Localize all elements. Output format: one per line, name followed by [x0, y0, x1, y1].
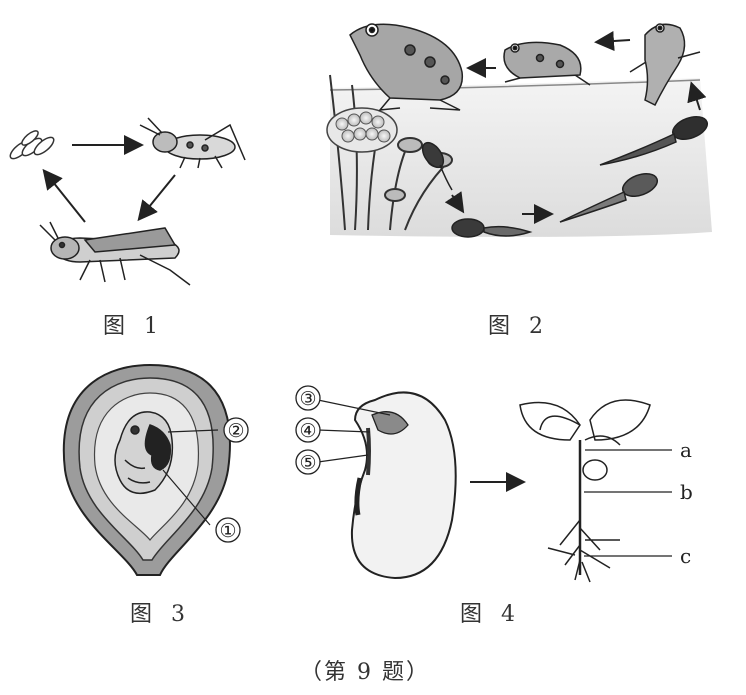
marker-1: ① — [219, 520, 236, 542]
label-b: b — [680, 480, 693, 504]
embryo-axis — [368, 428, 369, 475]
caption-figure-3: 图 3 — [130, 596, 191, 628]
arrow-legs-to-froglet — [598, 40, 630, 42]
figure-4-seed-seedling — [296, 386, 672, 582]
pointer-5 — [318, 455, 368, 462]
caption-figure-1: 图 1 — [103, 308, 164, 340]
marker-5: ⑤ — [299, 452, 316, 474]
grasshopper-adult — [40, 222, 190, 285]
label-c: c — [680, 544, 691, 568]
figure-3-egg — [64, 365, 248, 575]
grasshopper-nymph — [140, 118, 245, 168]
caption-figure-4: 图 4 — [460, 596, 521, 628]
frog-egg-mass — [327, 108, 397, 152]
question-number: （第 9 题） — [300, 654, 430, 686]
caption-figure-2: 图 2 — [488, 308, 549, 340]
grasshopper-eggs — [8, 129, 57, 162]
marker-4: ④ — [299, 420, 316, 442]
figure-1-grasshopper-cycle — [8, 118, 245, 285]
figure-2-frog-cycle — [327, 24, 712, 237]
label-a: a — [680, 438, 692, 462]
froglet — [504, 42, 590, 85]
marker-2: ② — [227, 420, 244, 442]
arrow-nymph-to-adult — [140, 175, 175, 218]
arrow-adult-to-egg — [45, 172, 85, 222]
seed-hilum — [357, 478, 360, 515]
marker-3: ③ — [299, 388, 316, 410]
bean-seedling — [520, 400, 650, 582]
